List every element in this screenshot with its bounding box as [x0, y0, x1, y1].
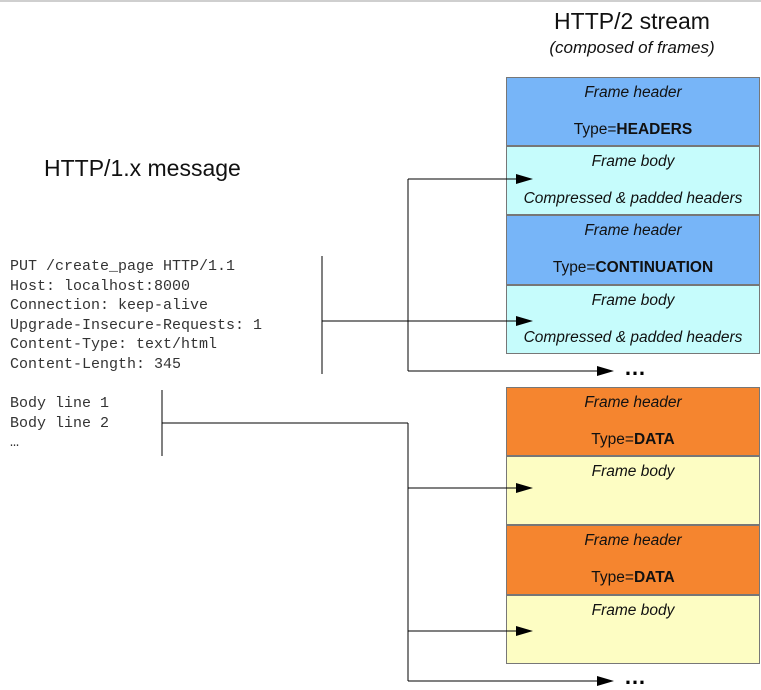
header-line: Upgrade-Insecure-Requests: 1: [10, 316, 263, 334]
frame-label: Frame body: [591, 292, 675, 309]
arrowhead: [597, 366, 614, 376]
stream-subtitle: (composed of frames): [549, 38, 715, 57]
frame-label: Frame header: [584, 84, 682, 101]
body-line: Body line 2: [10, 414, 110, 432]
arrowhead: [516, 316, 533, 326]
ellipsis-continuation: …: [624, 355, 647, 380]
frame-label: Frame body: [591, 463, 675, 480]
frame-label: Frame body: [591, 602, 675, 619]
header-line: Content-Length: 345: [10, 355, 182, 373]
frame-body-continuation: Frame body Compressed & padded headers: [506, 285, 760, 354]
frame-header-continuation: Frame header Type=CONTINUATION: [506, 215, 760, 285]
frame-header-headers: Frame header Type=HEADERS: [506, 77, 760, 146]
header-line: Connection: keep-alive: [10, 297, 209, 314]
frame-body-headers: Frame body Compressed & padded headers: [506, 146, 760, 215]
frame-content: Compressed & padded headers: [523, 329, 743, 346]
frame-type: Type=HEADERS: [573, 121, 693, 138]
arrowhead: [597, 676, 614, 686]
header-line: PUT /create_page HTTP/1.1: [10, 258, 236, 275]
frame-header-data-2: Frame header Type=DATA: [506, 525, 760, 595]
body-line: …: [10, 434, 20, 451]
header-line: Host: localhost:8000: [10, 277, 191, 295]
frame-type: Type=CONTINUATION: [552, 259, 714, 276]
frame-type: Type=DATA: [591, 569, 675, 586]
frame-body-data-2: Frame body: [506, 595, 760, 664]
arrowhead: [516, 483, 533, 493]
stream-title: HTTP/2 stream: [554, 8, 710, 34]
header-line: Content-Type: text/html: [10, 336, 218, 353]
top-border: [0, 0, 761, 2]
body-line: Body line 1: [10, 395, 110, 412]
frame-body-data-1: Frame body: [506, 456, 760, 525]
frame-type: Type=DATA: [591, 431, 675, 448]
frame-header-data-1: Frame header Type=DATA: [506, 387, 760, 456]
frame-label: Frame header: [584, 222, 682, 239]
arrowhead: [516, 626, 533, 636]
ellipsis-data: …: [624, 664, 647, 689]
message-title: HTTP/1.x message: [44, 155, 241, 181]
frame-label: Frame header: [584, 394, 682, 411]
frame-content: Compressed & padded headers: [523, 190, 743, 207]
arrowhead: [516, 174, 533, 184]
frame-label: Frame body: [591, 153, 675, 170]
frame-label: Frame header: [584, 532, 682, 549]
